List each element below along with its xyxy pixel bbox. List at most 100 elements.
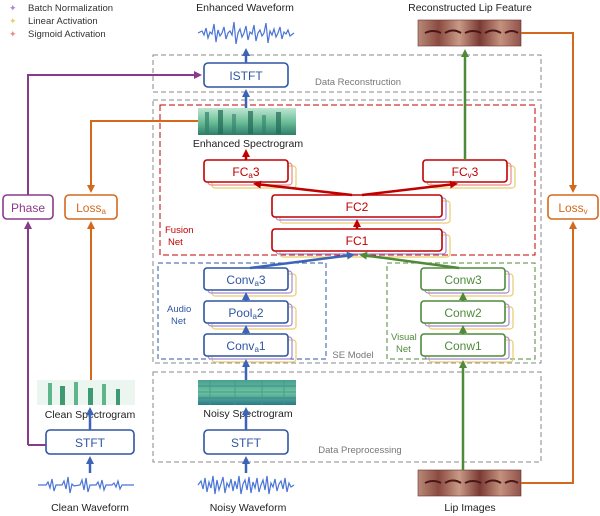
- stft-clean-block: STFT: [45, 429, 135, 455]
- istft-block: ISTFT: [203, 62, 289, 88]
- se-model-label: SE Model: [332, 350, 373, 361]
- noisy-waveform-label: Noisy Waveform: [210, 502, 287, 514]
- arrow-lip-lossv: [521, 221, 577, 484]
- conv-a3-block: Conva3: [203, 267, 297, 297]
- enhanced-spectrogram-label: Enhanced Spectrogram: [193, 138, 304, 150]
- pool-a2-sub: a: [252, 312, 257, 321]
- phase-block: Phase: [2, 194, 54, 220]
- conv-a3-sub: a: [254, 279, 259, 288]
- reconstructed-lip-label: Reconstructed Lip Feature: [408, 2, 532, 14]
- enhanced-spectrogram-image: [198, 108, 296, 135]
- clean-waveform-label: Clean Waveform: [51, 502, 129, 514]
- enhanced-waveform-image: [197, 19, 295, 46]
- conv-v2-tail: 2: [475, 306, 482, 320]
- conv-v1-tail: 1: [475, 339, 482, 353]
- conv-v2-main: Conw: [444, 306, 475, 320]
- fc2-label: FC2: [346, 200, 369, 214]
- stft-noisy-label: STFT: [231, 436, 262, 450]
- visual-net-region: [386, 262, 536, 360]
- svg-text:Conw1: Conw1: [444, 339, 482, 353]
- conv-a1-sub: a: [254, 345, 259, 354]
- fc-v3-sub: v: [468, 171, 472, 180]
- conv-v3-tail: 3: [475, 273, 482, 287]
- legend-bn-icon: ✦: [9, 3, 17, 13]
- conv-v3-block: Conw3: [420, 267, 514, 297]
- svg-text:Conva3: Conva3: [226, 273, 265, 288]
- arrow-fc2-fcv3: [361, 180, 458, 197]
- fc-v3-block: FCv3: [422, 159, 516, 189]
- arrow-conva3-fc1: [249, 251, 355, 270]
- conv-a3-main: Conv: [226, 273, 254, 287]
- fc1-block: FC1: [271, 228, 451, 258]
- phase-label: Phase: [11, 201, 45, 215]
- legend-sigmoid-icon: ✦: [9, 29, 17, 39]
- data-preprocessing-label: Data Preprocessing: [318, 445, 401, 456]
- loss-a-sub: a: [101, 207, 106, 216]
- fc-a3-main: FC: [232, 165, 248, 179]
- fc-v3-tail: 3: [472, 165, 479, 179]
- fc-a3-block: FCa3: [203, 159, 297, 189]
- fc-v3-main: FC: [452, 165, 468, 179]
- arrows: [24, 32, 577, 484]
- reconstructed-lip-image: [417, 19, 522, 47]
- istft-label: ISTFT: [229, 69, 263, 83]
- svg-text:Lossa: Lossa: [76, 201, 106, 216]
- conv-v2-block: Conw2: [420, 300, 514, 330]
- data-reconstruction-label: Data Reconstruction: [315, 77, 401, 88]
- data-reconstruction-region: [152, 54, 542, 93]
- pool-a2-block: Poola2: [203, 300, 297, 330]
- svg-text:FCa3: FCa3: [232, 165, 259, 180]
- arrow-enhspec-lossa: [87, 120, 198, 193]
- clean-waveform-image: [38, 476, 134, 494]
- legend: ✦ Batch Normalization ✦ Linear Activatio…: [9, 3, 113, 40]
- fc-a3-tail: 3: [253, 165, 260, 179]
- loss-v-main: Loss: [558, 201, 583, 215]
- conv-a1-tail: 1: [259, 339, 266, 353]
- conv-v1-block: Conw1: [420, 333, 514, 363]
- legend-linear-icon: ✦: [9, 16, 17, 26]
- pool-a2-main: Pool: [228, 306, 252, 320]
- svg-text:FCv3: FCv3: [452, 165, 479, 180]
- fc2-block: FC2: [271, 194, 451, 224]
- loss-v-block: Lossv: [547, 194, 599, 220]
- clean-spectrogram-image: [37, 380, 135, 405]
- arrow-phase-istft: [27, 71, 202, 195]
- fc-a3-sub: a: [248, 171, 253, 180]
- loss-a-block: Lossa: [64, 194, 118, 220]
- fusion-net-label-line2: Net: [168, 237, 183, 248]
- noisy-waveform-image: [197, 475, 295, 495]
- legend-sigmoid-label: Sigmoid Activation: [28, 29, 106, 40]
- conv-a3-tail: 3: [259, 273, 266, 287]
- legend-linear-label: Linear Activation: [28, 16, 98, 27]
- svg-text:Conw2: Conw2: [444, 306, 482, 320]
- pool-a2-tail: 2: [257, 306, 264, 320]
- arrow-convv3-fc1: [359, 251, 460, 270]
- noisy-spectrogram-label: Noisy Spectrogram: [203, 408, 293, 420]
- audio-net-label-line1: Audio: [167, 304, 191, 315]
- fusion-net-label-line1: Fusion: [165, 225, 194, 236]
- loss-a-main: Loss: [76, 201, 101, 215]
- visual-net-label-line2: Net: [396, 344, 411, 355]
- se-model-region: [152, 99, 542, 364]
- conv-v3-main: Conw: [444, 273, 475, 287]
- enhanced-waveform-label: Enhanced Waveform: [196, 2, 294, 14]
- lip-images-label: Lip Images: [444, 502, 495, 514]
- stft-clean-label: STFT: [75, 436, 106, 450]
- conv-a1-block: Conva1: [203, 333, 297, 363]
- data-preprocessing-region: [152, 371, 542, 463]
- svg-text:Conw3: Conw3: [444, 273, 482, 287]
- conv-a1-main: Conv: [226, 339, 254, 353]
- arrow-fc2-fca3: [253, 180, 353, 197]
- stft-noisy-block: STFT: [203, 429, 289, 455]
- fc1-label: FC1: [346, 234, 369, 248]
- visual-net-label-line1: Visual: [391, 332, 417, 343]
- conv-v1-main: Conw: [444, 339, 475, 353]
- svg-text:Conva1: Conva1: [226, 339, 265, 354]
- noisy-spectrogram-image: [198, 380, 296, 405]
- svg-text:Poola2: Poola2: [228, 306, 263, 321]
- audio-net-label-line2: Net: [171, 316, 186, 327]
- legend-bn-label: Batch Normalization: [28, 3, 113, 14]
- loss-v-sub: v: [584, 207, 588, 216]
- lip-images: [417, 469, 522, 497]
